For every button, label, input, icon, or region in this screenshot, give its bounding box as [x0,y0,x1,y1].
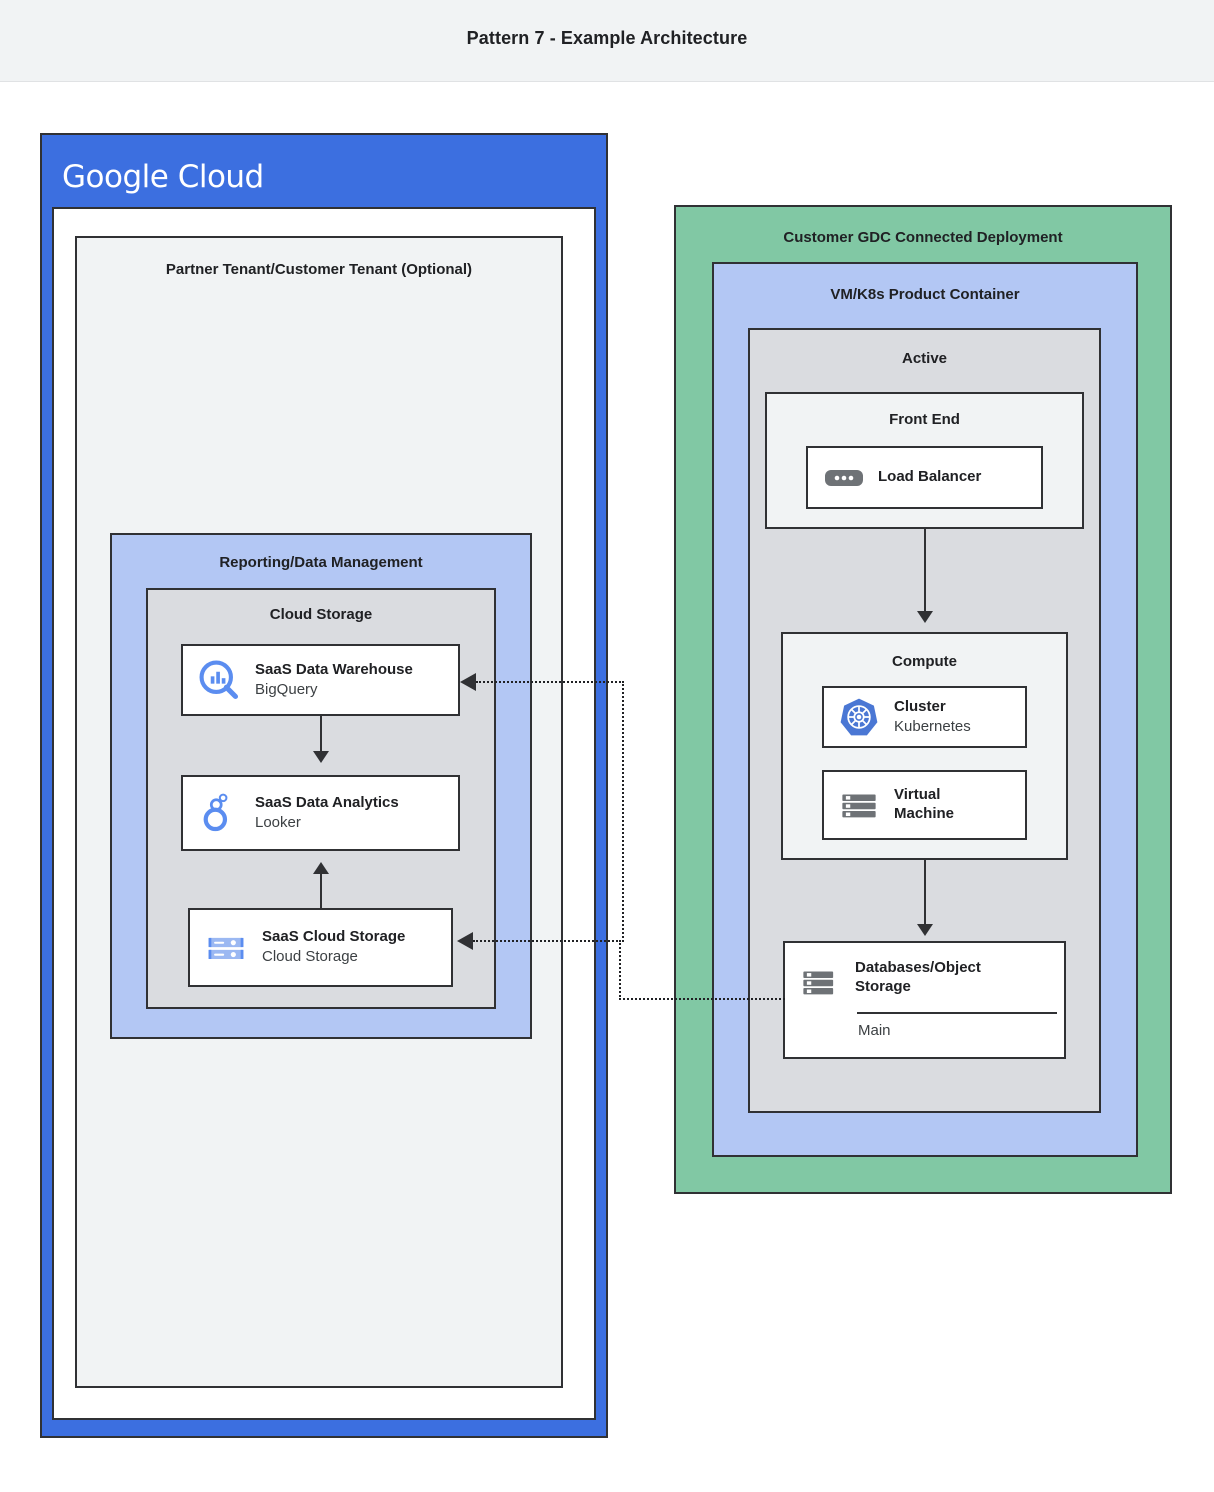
node-databases-object-storage[interactable]: Databases/Object Storage [783,941,1066,1059]
node-label-group: Databases/Object Storage [843,943,1052,997]
arrow-frontend-to-compute-line [924,529,926,614]
product-container-title: VM/K8s Product Container [830,286,1020,303]
node-cluster[interactable]: Cluster Kubernetes [822,686,1027,748]
node-title-line2: Machine [894,805,955,822]
database-icon [797,959,843,1005]
node-title-line2: Storage [855,977,911,995]
node-subtitle: Looker [255,813,301,831]
dotted-arrowhead-to-cloud-storage [457,932,473,950]
node-title: Load Balancer [878,468,982,486]
cloud-storage-icon [200,922,252,974]
logo-cloud: Cloud [177,159,265,195]
node-saas-cloud-storage[interactable]: SaaS Cloud Storage Cloud Storage [188,908,453,987]
dotted-line-db-to-warehouse-bottom [619,998,785,1000]
arrow-frontend-to-compute-head [917,611,933,623]
title-bar: Pattern 7 - Example Architecture [0,0,1214,82]
kubernetes-icon [836,694,882,740]
node-label-group: Load Balancer [866,468,1027,487]
load-balancer-icon [822,463,866,493]
active-title: Active [901,350,948,367]
node-label-group: Virtual Machine [882,786,1013,824]
arrow-storage-to-analytics-head [313,862,329,874]
arrow-compute-to-database-line [924,860,926,927]
dotted-line-db-to-cloudstorage [473,940,621,942]
node-title: SaaS Data Warehouse [255,660,413,678]
reporting-title: Reporting/Data Management [219,554,423,571]
front-end-title: Front End [889,411,960,428]
node-saas-data-analytics[interactable]: SaaS Data Analytics Looker [181,775,460,851]
node-subtitle: BigQuery [255,680,318,698]
logo-google: Google [62,159,169,195]
node-label-group: SaaS Data Analytics Looker [245,794,448,832]
node-subtitle: Cloud Storage [262,948,358,966]
looker-icon [193,787,245,839]
node-subtitle: Kubernetes [894,717,971,735]
compute-title: Compute [892,653,957,670]
dotted-arrowhead-to-data-warehouse [460,673,476,691]
page-title: Pattern 7 - Example Architecture [466,28,748,48]
arrow-storage-to-analytics-line [320,873,322,911]
node-label-group: SaaS Data Warehouse BigQuery [245,661,448,699]
database-instance-label: Main [858,1022,891,1039]
dotted-line-db-to-warehouse-vertical-upper [622,681,624,942]
node-label-group: SaaS Cloud Storage Cloud Storage [252,928,441,966]
node-title-line1: Virtual [894,786,941,804]
arrow-warehouse-to-analytics-head [313,751,329,763]
partner-tenant-title: Partner Tenant/Customer Tenant (Optional… [165,261,473,278]
bigquery-icon [193,654,245,706]
database-divider [857,1012,1057,1014]
virtual-machine-icon [836,782,882,828]
node-virtual-machine[interactable]: Virtual Machine [822,770,1027,840]
arrow-warehouse-to-analytics-line [320,716,322,754]
node-title: SaaS Cloud Storage [262,928,406,946]
node-saas-data-warehouse[interactable]: SaaS Data Warehouse BigQuery [181,644,460,716]
node-title-line1: Databases/Object [855,959,981,976]
cloud-storage-title: Cloud Storage [269,606,373,623]
google-cloud-logo: Google Cloud [62,159,264,195]
node-title: SaaS Data Analytics [255,793,399,811]
dotted-line-db-to-warehouse-vertical-lower [619,940,621,1000]
arrow-compute-to-database-head [917,924,933,936]
node-label-group: Cluster Kubernetes [882,698,1013,736]
node-load-balancer[interactable]: Load Balancer [806,446,1043,509]
node-title: Cluster [894,697,946,715]
dotted-line-db-to-warehouse-top [476,681,624,683]
gdc-title: Customer GDC Connected Deployment [783,229,1063,246]
